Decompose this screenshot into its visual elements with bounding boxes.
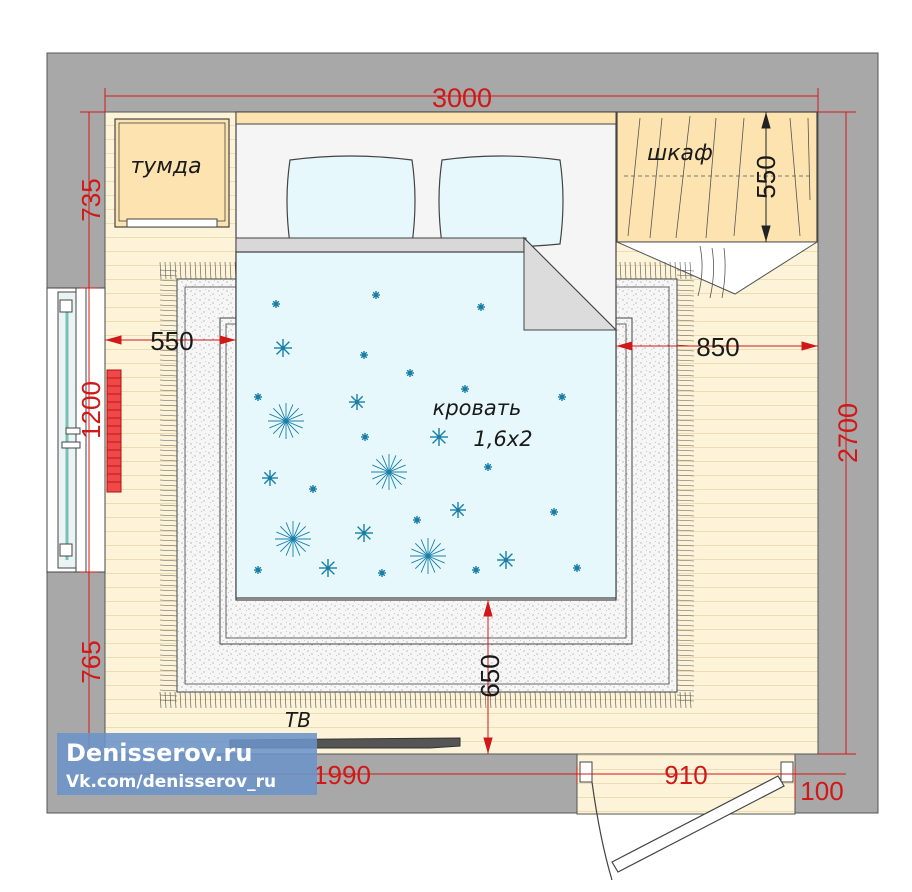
snowflake	[477, 303, 485, 311]
snowflake	[254, 566, 262, 574]
snowflake	[349, 394, 365, 410]
snowflake	[497, 551, 515, 569]
dim-bed-right-gap: 850	[696, 332, 739, 362]
snowflake	[558, 393, 566, 401]
label-bed-size: 1,6х2	[473, 427, 532, 451]
snowflake	[319, 559, 337, 577]
pillow-right	[438, 155, 564, 248]
label-nightstand: тумда	[130, 154, 201, 179]
snowflake	[262, 470, 278, 486]
snowflake	[275, 521, 311, 557]
bed	[235, 111, 618, 601]
snowflake	[274, 339, 292, 357]
snowflake	[272, 300, 280, 308]
label-bed: кровать	[433, 396, 522, 420]
snowflake	[378, 569, 386, 577]
label-tv: ТВ	[285, 708, 311, 732]
dim-wardrobe-depth: 550	[751, 155, 781, 198]
snowflake	[550, 508, 558, 516]
watermark-vk: Vk.com/denisserov_ru	[66, 772, 276, 792]
duvet-fold	[523, 236, 618, 331]
watermark: Denisserov.ru Vk.com/denisserov_ru	[57, 733, 317, 795]
wardrobe	[616, 111, 819, 299]
snowflake	[484, 463, 492, 471]
snowflake	[254, 393, 262, 401]
snowflake	[372, 291, 380, 299]
dim-bed-left-gap: 550	[150, 326, 193, 356]
snowflake	[371, 454, 407, 490]
dim-bed-bottom-gap: 650	[475, 654, 505, 697]
snowflake	[472, 566, 480, 574]
snowflake	[430, 428, 448, 446]
dim-left-window: 1200	[76, 381, 106, 439]
snowflake	[361, 433, 369, 441]
snowflake-pattern	[254, 291, 581, 577]
radiator	[106, 369, 122, 493]
dim-door-right-wall: 100	[800, 776, 843, 806]
snowflake	[309, 485, 317, 493]
window	[46, 287, 106, 573]
dim-height-total: 2700	[833, 403, 863, 463]
snowflake	[413, 516, 421, 524]
snowflake	[406, 369, 414, 377]
dim-door-width: 910	[664, 760, 707, 790]
dim-bottom-wall: 1990	[313, 760, 371, 790]
snowflake	[355, 524, 373, 542]
pillow-left	[286, 155, 416, 248]
nightstand	[114, 118, 230, 228]
snowflake	[461, 385, 469, 393]
dim-width-total: 3000	[432, 83, 492, 113]
snowflake	[410, 538, 446, 574]
snowflake	[360, 351, 368, 359]
watermark-site: Denisserov.ru	[66, 739, 252, 767]
dim-left-bottom: 765	[76, 640, 106, 683]
snowflake	[573, 564, 581, 572]
label-wardrobe: шкаф	[647, 141, 713, 166]
door	[576, 753, 796, 881]
snowflake	[268, 403, 304, 439]
snowflake	[450, 502, 466, 518]
dim-left-top: 735	[76, 178, 106, 221]
